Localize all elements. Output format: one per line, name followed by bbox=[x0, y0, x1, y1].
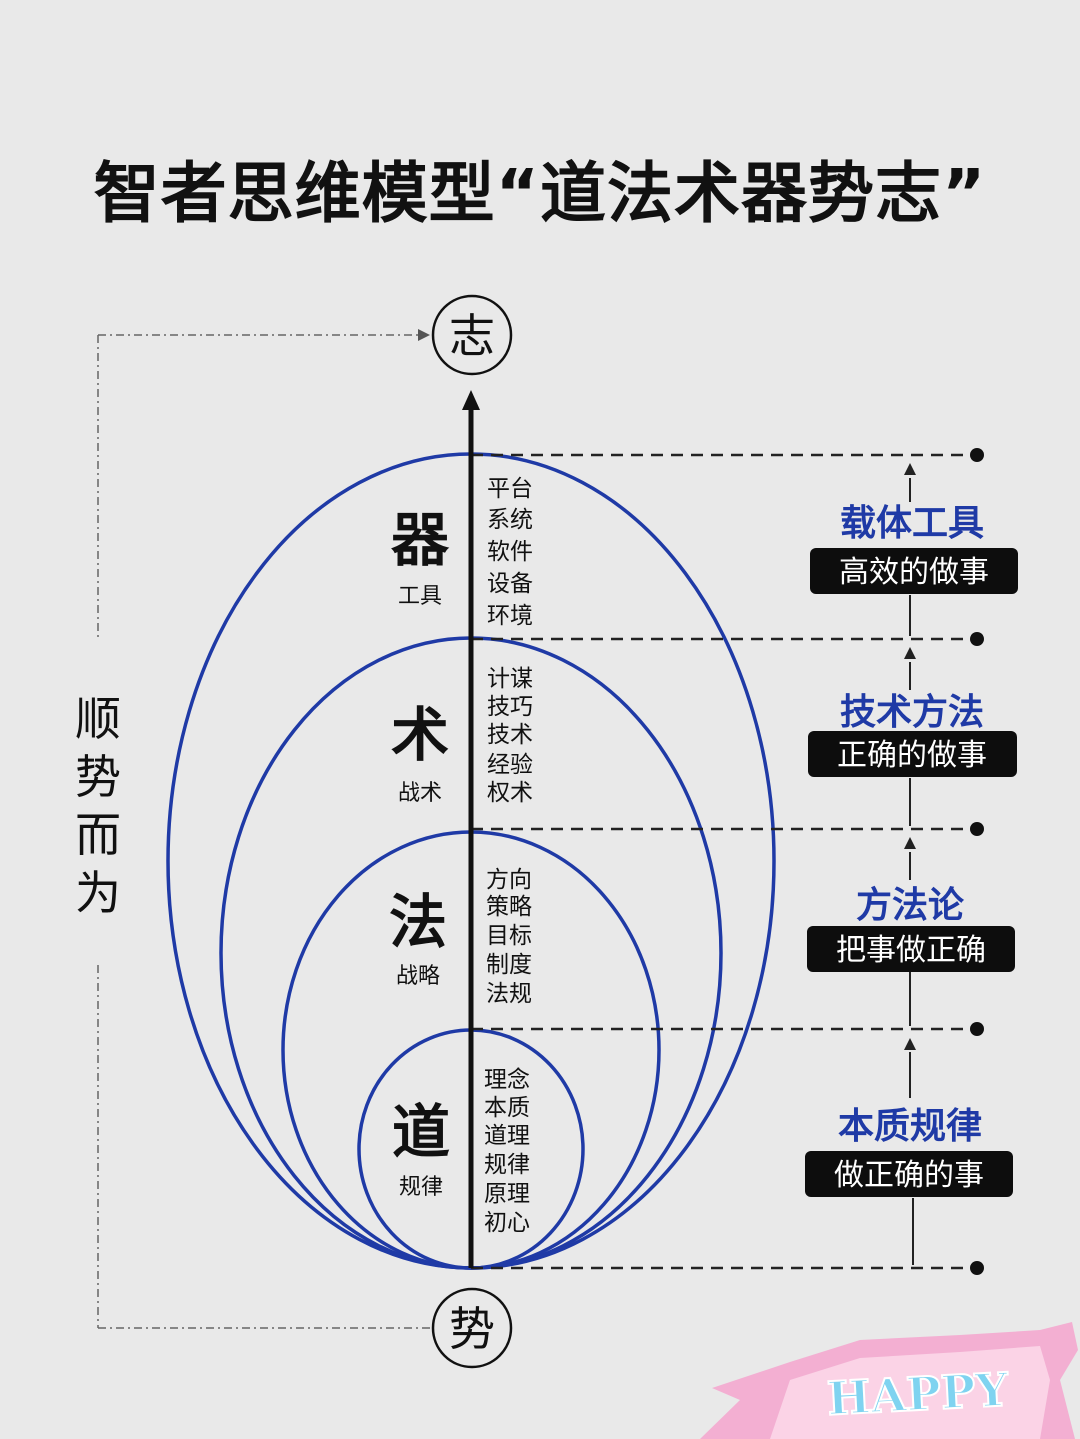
level-dot-2 bbox=[970, 632, 984, 646]
item-shu-2: 技巧 bbox=[487, 694, 533, 720]
right-titles: 载体工具 技术方法 方法论 本质规律 bbox=[838, 503, 984, 1147]
layer-qi-name: 器 bbox=[391, 506, 450, 574]
item-qi-1: 平台 bbox=[487, 476, 533, 502]
up-arrow-icon-3 bbox=[904, 837, 916, 849]
layer-shu-sub: 战术 bbox=[398, 781, 442, 806]
item-fa-1: 方向 bbox=[486, 867, 532, 893]
level-dots bbox=[970, 448, 984, 1275]
level-dot-5 bbox=[970, 1261, 984, 1275]
right-connectors bbox=[909, 478, 914, 1265]
item-dao-1: 理念 bbox=[484, 1067, 530, 1093]
item-fa-4: 制度 bbox=[486, 952, 532, 978]
item-shu-5: 权术 bbox=[487, 780, 533, 806]
sticker-text: HAPPY bbox=[826, 1362, 1011, 1425]
item-dao-3: 道理 bbox=[484, 1123, 530, 1149]
right-title-dao: 本质规律 bbox=[838, 1106, 982, 1147]
right-box-label-dao: 做正确的事 bbox=[834, 1158, 984, 1193]
right-box-dao bbox=[805, 1151, 1013, 1197]
right-box-label-qi: 高效的做事 bbox=[839, 555, 989, 590]
happy-sticker: HAPPY bbox=[700, 1322, 1078, 1439]
layer-shu-name: 术 bbox=[391, 701, 449, 769]
level-dot-1 bbox=[970, 448, 984, 462]
item-qi-4: 设备 bbox=[487, 571, 533, 597]
right-box-labels: 高效的做事 正确的做事 把事做正确 做正确的事 bbox=[834, 555, 989, 1193]
item-fa-2: 策略 bbox=[486, 894, 532, 920]
item-dao-2: 本质 bbox=[484, 1095, 530, 1121]
top-node-label: 志 bbox=[449, 309, 495, 363]
right-boxes bbox=[805, 548, 1018, 1197]
right-title-qi: 载体工具 bbox=[840, 503, 984, 544]
layer-items: 平台 系统 软件 设备 环境 计谋 技巧 技术 经验 权术 方向 策略 目标 制… bbox=[484, 476, 533, 1236]
side-label: 顺 势 而 为 bbox=[75, 692, 121, 920]
item-qi-2: 系统 bbox=[487, 507, 533, 533]
level-dot-4 bbox=[970, 1022, 984, 1036]
right-box-label-shu: 正确的做事 bbox=[837, 738, 987, 773]
item-dao-5: 原理 bbox=[484, 1181, 530, 1207]
right-box-qi bbox=[810, 548, 1018, 594]
item-shu-4: 经验 bbox=[487, 752, 533, 778]
item-dao-4: 规律 bbox=[484, 1152, 530, 1178]
item-shu-1: 计谋 bbox=[487, 666, 533, 692]
level-dot-3 bbox=[970, 822, 984, 836]
layer-qi-sub: 工具 bbox=[398, 584, 442, 609]
side-label-char-3: 而 bbox=[75, 808, 121, 862]
right-box-fa bbox=[807, 926, 1015, 972]
level-lines bbox=[471, 453, 975, 1270]
side-label-char-4: 为 bbox=[75, 866, 121, 920]
page-title: 智者思维模型“道法术器势志” bbox=[93, 155, 987, 232]
sticker-inner bbox=[770, 1346, 1050, 1439]
layer-dao-sub: 规律 bbox=[399, 1175, 443, 1200]
up-arrow-icon-1 bbox=[904, 463, 916, 475]
layer-names: 器 工具 术 战术 法 战略 道 规律 bbox=[389, 506, 450, 1200]
item-qi-5: 环境 bbox=[487, 603, 533, 629]
flow-bracket bbox=[97, 334, 430, 1329]
bracket-arrow-icon bbox=[418, 329, 430, 341]
item-fa-3: 目标 bbox=[486, 923, 532, 949]
right-box-shu bbox=[808, 731, 1017, 777]
item-fa-5: 法规 bbox=[486, 981, 532, 1007]
side-label-char-2: 势 bbox=[75, 750, 121, 804]
right-title-shu: 技术方法 bbox=[840, 692, 984, 733]
layer-dao-name: 道 bbox=[392, 1098, 450, 1166]
top-node: 志 bbox=[431, 294, 513, 376]
item-qi-3: 软件 bbox=[487, 539, 533, 565]
item-dao-6: 初心 bbox=[484, 1210, 530, 1236]
side-label-char-1: 顺 bbox=[75, 692, 121, 746]
layer-fa-name: 法 bbox=[389, 888, 447, 956]
bottom-node-label: 势 bbox=[449, 1302, 495, 1356]
item-shu-3: 技术 bbox=[487, 722, 533, 748]
right-title-fa: 方法论 bbox=[856, 885, 965, 926]
bottom-node: 势 bbox=[431, 1287, 513, 1369]
main-axis-arrow-icon bbox=[462, 390, 480, 410]
up-arrow-icon-2 bbox=[904, 647, 916, 659]
right-arrowheads bbox=[904, 463, 916, 1050]
up-arrow-icon-4 bbox=[904, 1038, 916, 1050]
layer-fa-sub: 战略 bbox=[396, 964, 440, 989]
right-box-label-fa: 把事做正确 bbox=[836, 933, 986, 968]
